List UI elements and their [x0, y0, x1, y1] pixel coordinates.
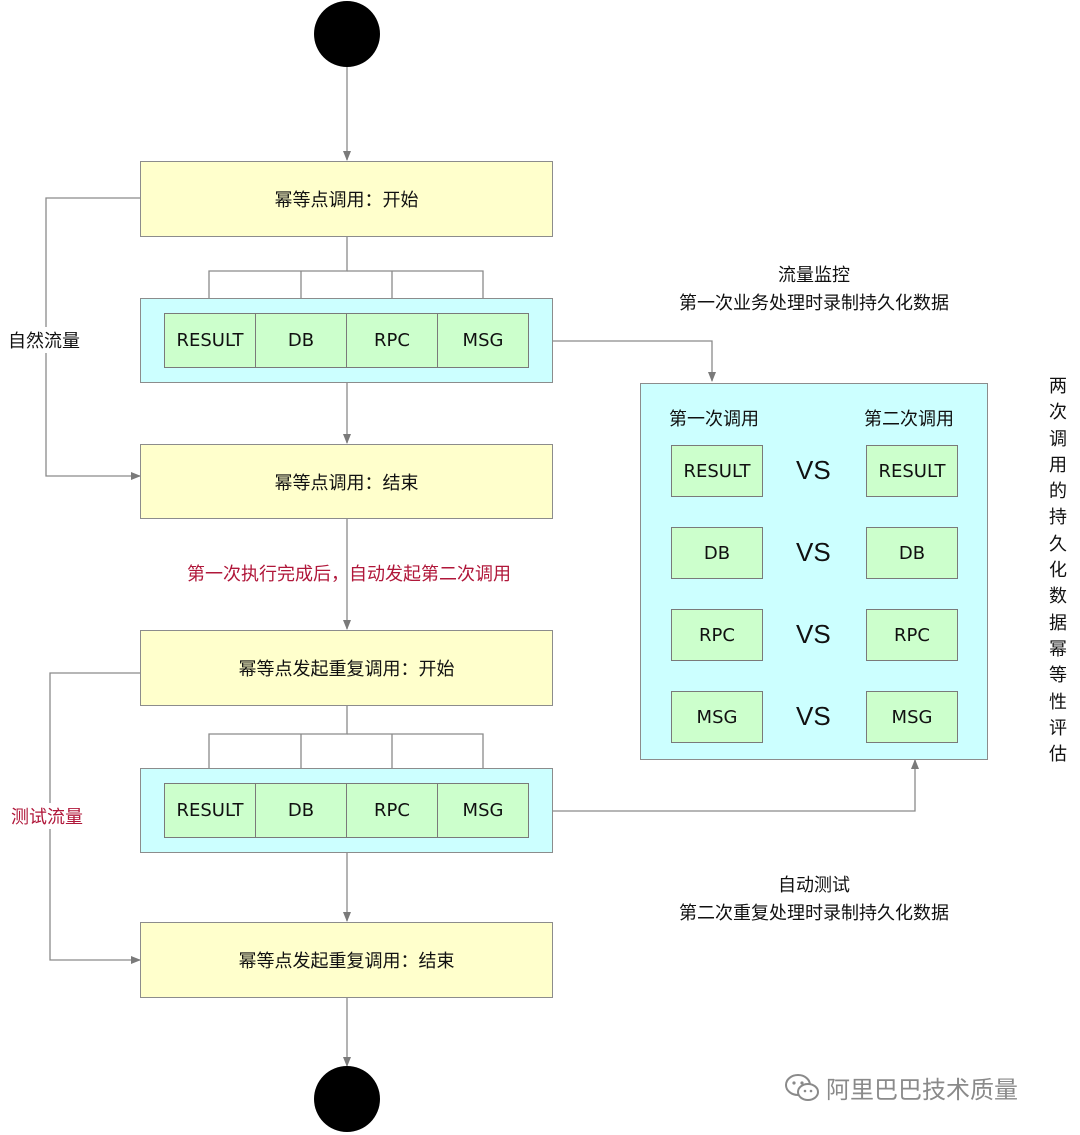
compare-second-db: DB	[866, 527, 958, 579]
vertical-caption-char: 估	[1049, 744, 1067, 766]
monitor-note: 流量监控 第一次业务处理时录制持久化数据	[664, 262, 964, 318]
step-end: 幂等点调用：结束	[140, 444, 553, 519]
start-node	[314, 1, 380, 67]
second-call-header: 第二次调用	[864, 409, 954, 430]
compare-first-result: RESULT	[671, 445, 763, 497]
vertical-caption-char: 数	[1049, 586, 1067, 608]
fanout-1-msg	[347, 270, 487, 311]
compare-item-label: RPC	[699, 624, 735, 646]
fanout-2-msg	[347, 733, 487, 781]
record-item-label: RESULT	[176, 800, 244, 821]
vertical-caption-char: 化	[1049, 560, 1067, 582]
vertical-caption-char: 持	[1049, 507, 1067, 529]
compare-item-label: MSG	[696, 706, 738, 728]
vertical-caption-char: 调	[1049, 428, 1067, 450]
record-item-label: DB	[287, 800, 315, 821]
record-item-label: MSG	[462, 330, 504, 351]
vs-label-msg: VS	[796, 701, 831, 731]
record-item-rpc-1: RPC	[346, 313, 438, 368]
compare-second-rpc: RPC	[866, 609, 958, 661]
watermark: 阿里巴巴技术质量	[784, 1070, 1018, 1105]
first-call-header: 第一次调用	[669, 409, 759, 430]
wechat-icon	[785, 1073, 819, 1101]
record-item-msg-1: MSG	[437, 313, 529, 368]
vertical-caption-char: 据	[1049, 612, 1067, 634]
compare-first-msg: MSG	[671, 691, 763, 743]
end-node	[314, 1066, 380, 1132]
step-end-label: 幂等点调用：结束	[274, 472, 419, 494]
compare-item-label: RPC	[894, 624, 930, 646]
fanout-2	[205, 706, 348, 781]
test-traffic-label: 测试流量	[11, 803, 83, 829]
test-note: 自动测试 第二次重复处理时录制持久化数据	[664, 872, 964, 928]
record-item-label: DB	[287, 330, 315, 351]
vs-label-result: VS	[796, 455, 831, 485]
group2-to-compare	[553, 759, 919, 812]
step-start: 幂等点调用：开始	[140, 161, 553, 237]
group1-to-compare	[553, 340, 716, 382]
vertical-caption-char: 的	[1049, 481, 1067, 503]
compare-second-msg: MSG	[866, 691, 958, 743]
record-item-db-1: DB	[255, 313, 347, 368]
test-note-title: 自动测试	[778, 875, 850, 896]
vertical-caption-char: 用	[1049, 454, 1067, 476]
vs-label-rpc: VS	[796, 619, 831, 649]
vertical-caption: 两次调用的持久化数据幂等性评估	[1047, 374, 1069, 768]
compare-item-label: MSG	[891, 706, 933, 728]
vertical-caption-char: 两	[1049, 376, 1067, 397]
compare-second-result: RESULT	[866, 445, 958, 497]
compare-item-label: RESULT	[878, 460, 946, 482]
record-item-msg-2: MSG	[437, 783, 529, 838]
auto-trigger-note: 第一次执行完成后，自动发起第二次调用	[187, 564, 511, 585]
compare-item-label: RESULT	[683, 460, 751, 482]
natural-traffic-label: 自然流量	[8, 327, 80, 353]
compare-item-label: DB	[703, 542, 731, 564]
vertical-caption-char: 评	[1049, 717, 1067, 739]
record-item-label: RESULT	[176, 330, 244, 351]
record-item-label: RPC	[374, 800, 410, 821]
compare-item-label: DB	[898, 542, 926, 564]
compare-first-rpc: RPC	[671, 609, 763, 661]
record-item-result-2: RESULT	[164, 783, 256, 838]
step-repeat-start-label: 幂等点发起重复调用：开始	[238, 659, 455, 680]
vs-label-db: VS	[796, 537, 831, 567]
step-repeat-end-label: 幂等点发起重复调用：结束	[238, 951, 455, 972]
fanout-1	[205, 237, 348, 311]
watermark-text: 阿里巴巴技术质量	[826, 1076, 1018, 1104]
step-start-label: 幂等点调用：开始	[274, 190, 419, 211]
test-note-desc: 第二次重复处理时录制持久化数据	[679, 903, 949, 924]
vertical-caption-char: 幂	[1049, 638, 1067, 660]
record-item-label: RPC	[374, 330, 410, 351]
vertical-caption-char: 等	[1049, 665, 1067, 687]
record-item-result-1: RESULT	[164, 313, 256, 368]
record-item-label: MSG	[462, 800, 504, 821]
vertical-caption-char: 久	[1049, 533, 1067, 555]
record-item-db-2: DB	[255, 783, 347, 838]
vertical-caption-char: 性	[1049, 691, 1067, 713]
vertical-caption-char: 次	[1049, 402, 1067, 424]
monitor-note-title: 流量监控	[778, 265, 850, 286]
step-repeat-start: 幂等点发起重复调用：开始	[140, 630, 553, 706]
step-repeat-end: 幂等点发起重复调用：结束	[140, 922, 553, 998]
record-item-rpc-2: RPC	[346, 783, 438, 838]
compare-first-db: DB	[671, 527, 763, 579]
monitor-note-desc: 第一次业务处理时录制持久化数据	[679, 293, 949, 314]
